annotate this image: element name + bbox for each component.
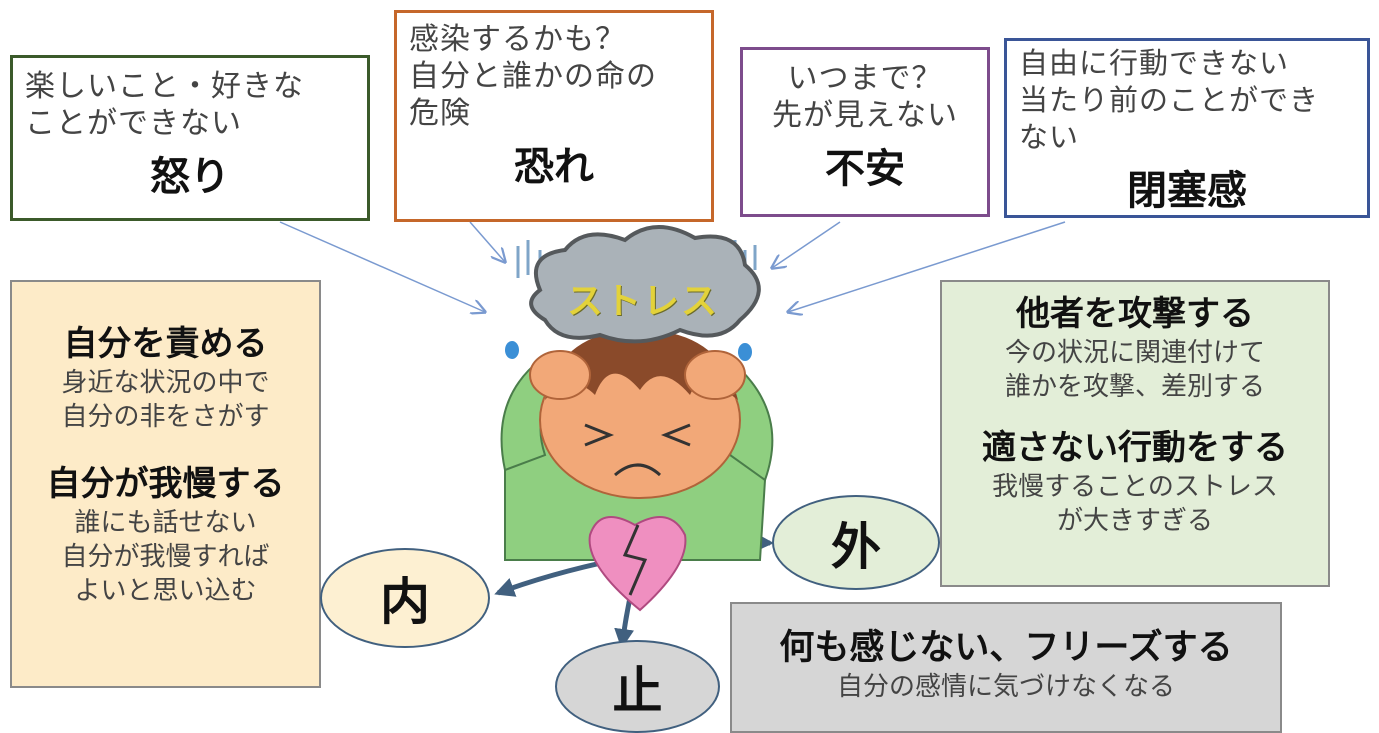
freeze-description: 自分の感情に気づけなくなる [836,672,1175,702]
anxiety-description: いつまで？ 先が見えない [772,61,958,133]
emotion-box-fear: 感染するかも？ 自分と誰かの命の 危険 恐れ [394,10,714,222]
blockade-description: 自由に行動できない 当たり前のことができ ない [1019,46,1320,154]
cloud-label: ストレス [566,281,719,322]
blockade-label: 閉塞感 [1127,168,1247,214]
arrow-blockade [788,221,1066,312]
emotion-box-anger: 楽しいこと・好きな ことができない 怒り [10,55,370,221]
fear-description: 感染するかも？ 自分と誰かの命の 危険 [409,22,657,131]
stressed-child-illustration [500,225,774,612]
anger-description: 楽しいこと・好きな ことができない [25,69,304,141]
inappropriate-action-description: 我慢することのストレス が大きすぎる [992,472,1278,536]
arrow-anxiety [772,221,841,268]
inner-oval: 内 [320,548,490,648]
outer-oval: 外 [772,495,940,590]
self-endure-title: 自分が我慢する [46,464,285,504]
attack-others-description: 今の状況に関連付けて 誰かを攻撃、差別する [1004,338,1265,402]
attack-others-title: 他者を攻撃する [1016,294,1254,334]
anxiety-label: 不安 [825,146,905,192]
inappropriate-action-title: 適さない行動をする [982,428,1288,468]
self-endure-description: 誰にも話せない 自分が我慢すれば よいと思い込む [61,508,270,606]
fear-label: 恐れ [514,144,594,190]
emotion-box-blockade: 自由に行動できない 当たり前のことができ ない 閉塞感 [1004,38,1370,218]
inner-response-panel: 自分を責める 身近な状況の中で 自分の非をさがす 自分が我慢する 誰にも話せない… [10,280,321,688]
self-blame-title: 自分を責める [63,324,268,364]
emotion-box-anxiety: いつまで？ 先が見えない 不安 [740,47,990,217]
arrow-anger [279,221,485,312]
self-blame-description: 身近な状況の中で 自分の非をさがす [61,368,270,432]
anger-label: 怒り [150,154,230,200]
stop-oval: 止 [555,640,720,733]
freeze-title: 何も感じない、フリーズする [779,628,1233,668]
outer-response-panel: 他者を攻撃する 今の状況に関連付けて 誰かを攻撃、差別する 適さない行動をする … [940,280,1330,587]
freeze-response-panel: 何も感じない、フリーズする 自分の感情に気づけなくなる [730,602,1282,733]
arrow-fear [469,221,505,262]
